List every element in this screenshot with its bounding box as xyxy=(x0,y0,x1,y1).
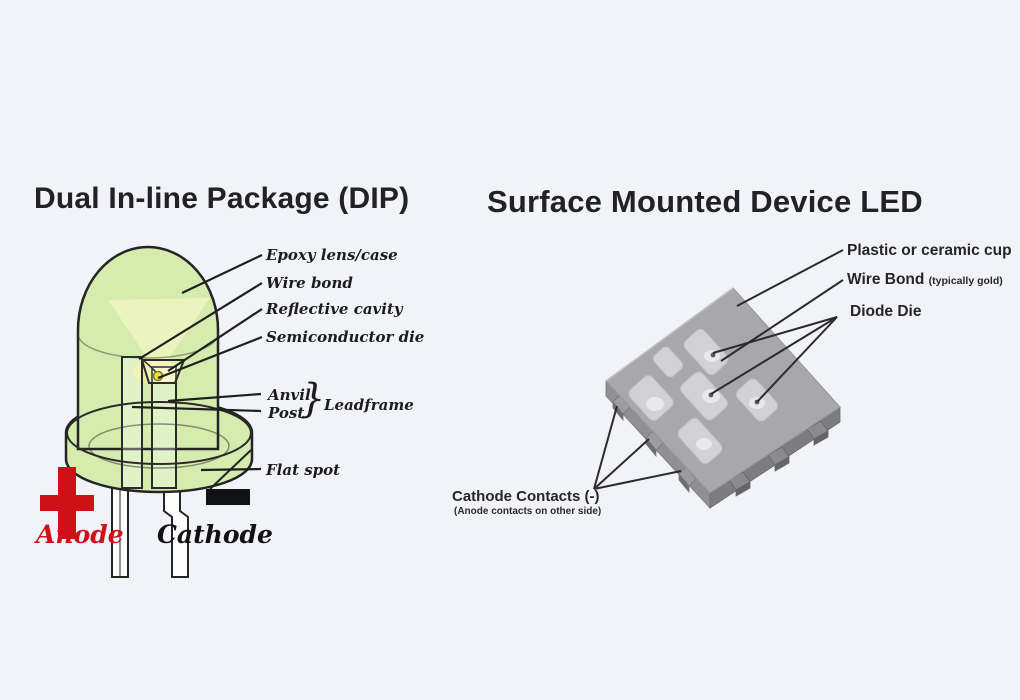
smd-led-drawing xyxy=(593,249,844,510)
label-wire-bond: Wire bond xyxy=(266,274,353,292)
anvil-piece xyxy=(151,366,177,489)
flange-rim xyxy=(66,401,252,465)
smd-anode-contacts xyxy=(728,420,829,497)
post-piece xyxy=(121,356,143,489)
label-cathode: Cathode xyxy=(157,520,273,549)
label-diode-die: Diode Die xyxy=(850,303,922,320)
label-smd-wire-bond-note: (typically gold) xyxy=(928,275,1003,287)
cathode-lead xyxy=(163,485,189,578)
anode-plus-icon xyxy=(40,467,94,539)
smd-leader-lines xyxy=(593,249,844,490)
smd-title: Surface Mounted Device LED xyxy=(487,184,923,219)
reflective-cup xyxy=(140,359,186,384)
dome-base-arc xyxy=(77,333,219,359)
label-smd-wire-bond-text: Wire Bond xyxy=(847,271,925,288)
dip-leader-lines xyxy=(131,254,263,472)
label-plastic-ceramic-cup: Plastic or ceramic cup xyxy=(847,242,1012,259)
label-anode: Anode xyxy=(36,520,124,549)
flange-inner-rim xyxy=(88,423,230,469)
label-epoxy-lens: Epoxy lens/case xyxy=(266,246,398,264)
smd-edge-highlight xyxy=(605,287,734,382)
leadframe-brace: } xyxy=(300,376,326,422)
label-leadframe: Leadframe xyxy=(324,396,414,414)
dip-led-drawing xyxy=(40,245,263,578)
label-cathode-contacts: Cathode Contacts (-) xyxy=(452,488,600,505)
label-flat-spot: Flat spot xyxy=(266,461,341,479)
label-reflective-cavity: Reflective cavity xyxy=(266,300,403,318)
smd-cavity-wells xyxy=(646,350,765,450)
label-cathode-contacts-note: (Anode contacts on other side) xyxy=(454,506,602,517)
cathode-minus-icon xyxy=(206,489,250,505)
label-semiconductor-die: Semiconductor die xyxy=(266,328,425,346)
light-cone xyxy=(108,298,210,374)
label-anvil: Anvil xyxy=(268,386,311,404)
smd-cathode-contacts xyxy=(612,394,697,494)
label-post: Post xyxy=(268,404,305,422)
dip-title: Dual In-line Package (DIP) xyxy=(34,182,410,215)
bond-wire xyxy=(139,357,157,373)
label-smd-wire-bond: Wire Bond (typically gold) xyxy=(847,271,1003,289)
